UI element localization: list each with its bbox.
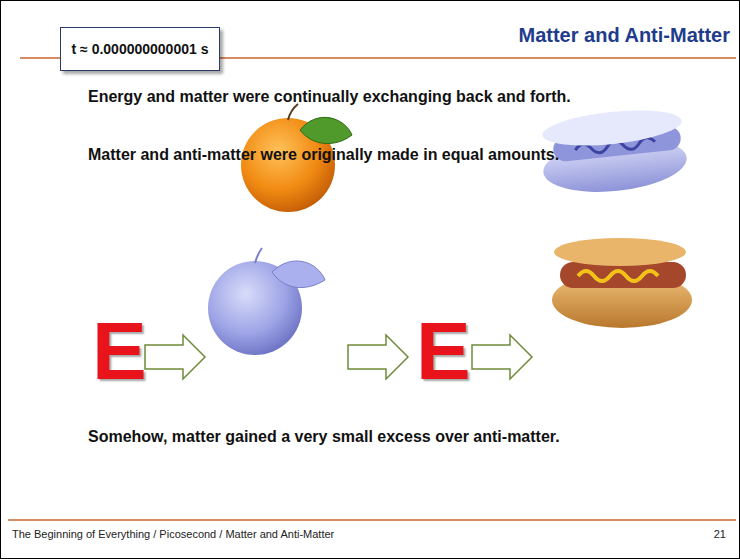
anti-fruit [208, 248, 325, 355]
hotdog [552, 238, 692, 328]
block-arrow [145, 335, 205, 379]
energy-symbol: E [92, 306, 147, 396]
body-text: Somehow, matter gained a very small exce… [88, 428, 560, 446]
time-label: t ≈ 0.000000000001 s [72, 41, 209, 57]
footer-rule [8, 519, 736, 521]
energy-symbol: E [416, 306, 471, 396]
page-number: 21 [714, 528, 726, 540]
body-text: Matter and anti-matter were originally m… [88, 146, 559, 164]
anti-hotdog [541, 105, 690, 199]
body-text: Energy and matter were continually excha… [88, 88, 571, 106]
time-box: t ≈ 0.000000000001 s [60, 27, 220, 71]
block-arrows [145, 335, 532, 379]
footer-text: The Beginning of Everything / Picosecond… [12, 528, 334, 540]
slide-title: Matter and Anti-Matter [519, 24, 730, 47]
block-arrow [472, 335, 532, 379]
block-arrow [348, 335, 408, 379]
